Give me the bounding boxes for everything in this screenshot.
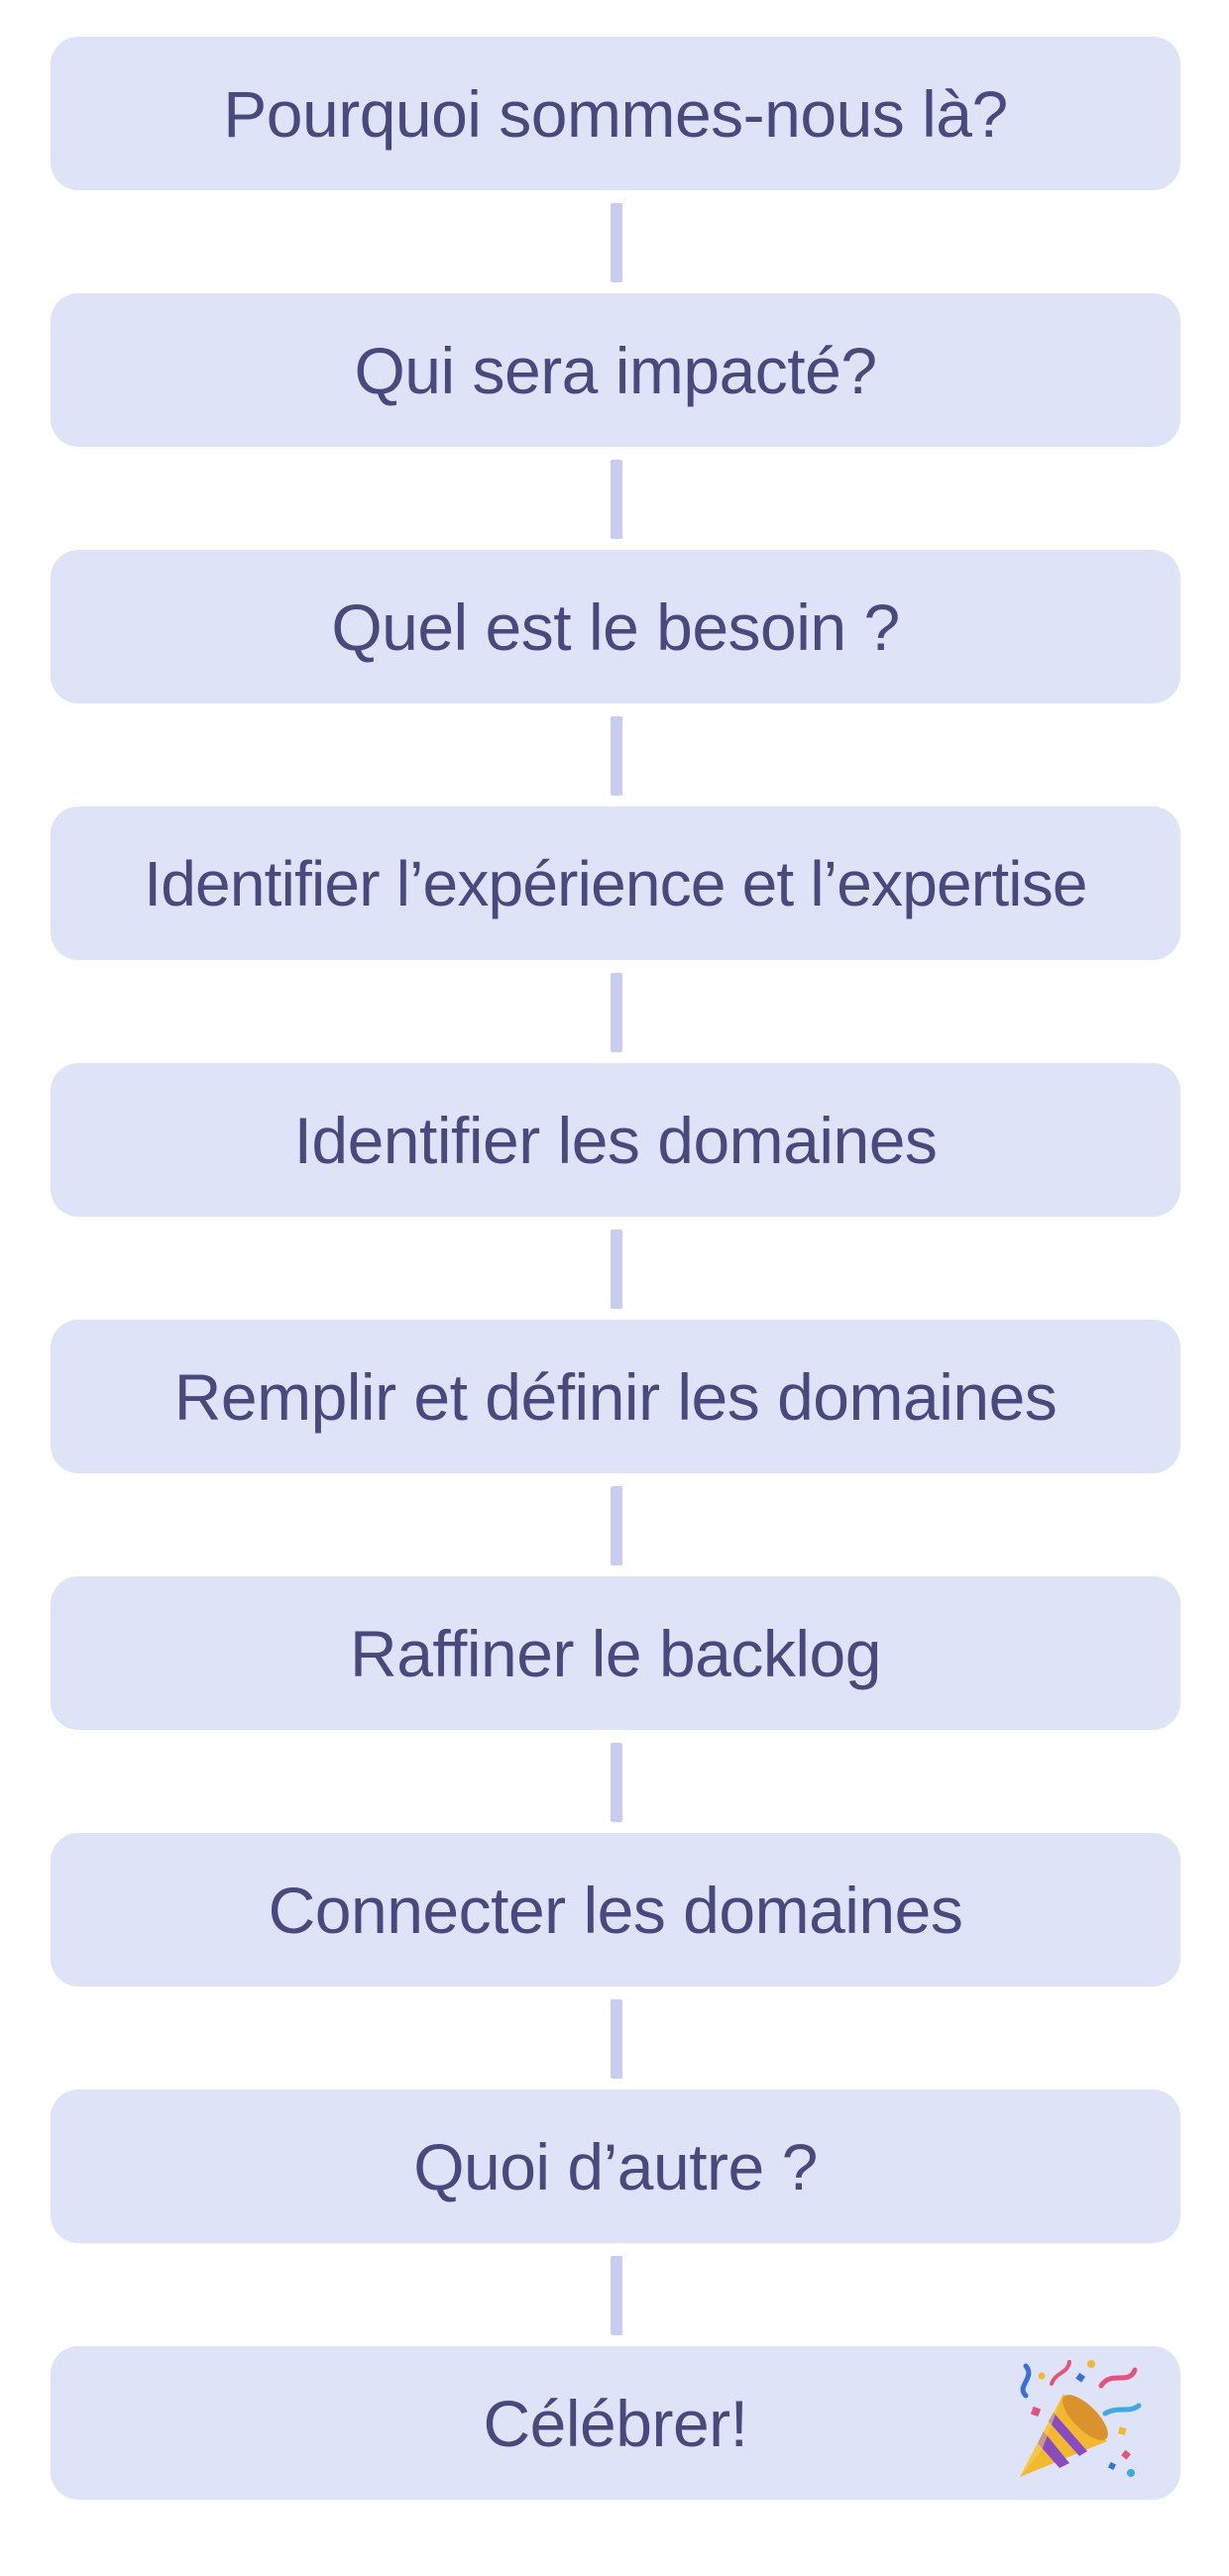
step-8: Connecter les domaines xyxy=(51,1833,1180,1986)
connector-line xyxy=(611,1743,622,1822)
step-label: Célébrer! xyxy=(483,2386,748,2460)
step-label: Raffiner le backlog xyxy=(350,1616,881,1690)
connector xyxy=(51,190,1180,293)
connector xyxy=(51,1730,1180,1833)
step-1: Pourquoi sommes-nous là? xyxy=(51,37,1180,190)
connector xyxy=(51,2243,1180,2346)
connector-line xyxy=(611,1486,622,1565)
step-label: Identifier les domaines xyxy=(293,1103,938,1177)
connector-line xyxy=(611,1999,622,2079)
step-5: Identifier les domaines xyxy=(51,1063,1180,1217)
connector xyxy=(51,703,1180,806)
step-label: Remplir et définir les domaines xyxy=(173,1359,1058,1434)
connector xyxy=(51,960,1180,1063)
step-4: Identifier l’expérience et l’expertise xyxy=(51,806,1180,960)
connector xyxy=(51,1473,1180,1576)
connector-line xyxy=(611,2256,622,2335)
step-7: Raffiner le backlog xyxy=(51,1576,1180,1730)
step-3: Quel est le besoin ? xyxy=(51,550,1180,703)
step-2: Qui sera impacté? xyxy=(51,293,1180,447)
step-label: Qui sera impacté? xyxy=(354,333,877,407)
step-label: Identifier l’expérience et l’expertise xyxy=(144,847,1087,919)
step-9: Quoi d’autre ? xyxy=(51,2090,1180,2243)
connector xyxy=(51,447,1180,550)
step-6: Remplir et définir les domaines xyxy=(51,1320,1180,1473)
step-label: Quoi d’autre ? xyxy=(413,2129,818,2203)
connector-line xyxy=(611,973,622,1052)
connector-line xyxy=(611,716,622,796)
connector xyxy=(51,1986,1180,2090)
connector-line xyxy=(611,1230,622,1309)
process-flow: Pourquoi sommes-nous là? Qui sera impact… xyxy=(51,37,1180,2500)
connector xyxy=(51,1217,1180,1320)
step-label: Pourquoi sommes-nous là? xyxy=(223,76,1008,151)
step-label: Quel est le besoin ? xyxy=(331,590,900,664)
connector-line xyxy=(611,203,622,282)
step-label: Connecter les domaines xyxy=(268,1873,963,1947)
party-popper-icon xyxy=(1020,2360,1142,2477)
connector-line xyxy=(611,460,622,539)
step-10: Célébrer! xyxy=(51,2346,1180,2500)
